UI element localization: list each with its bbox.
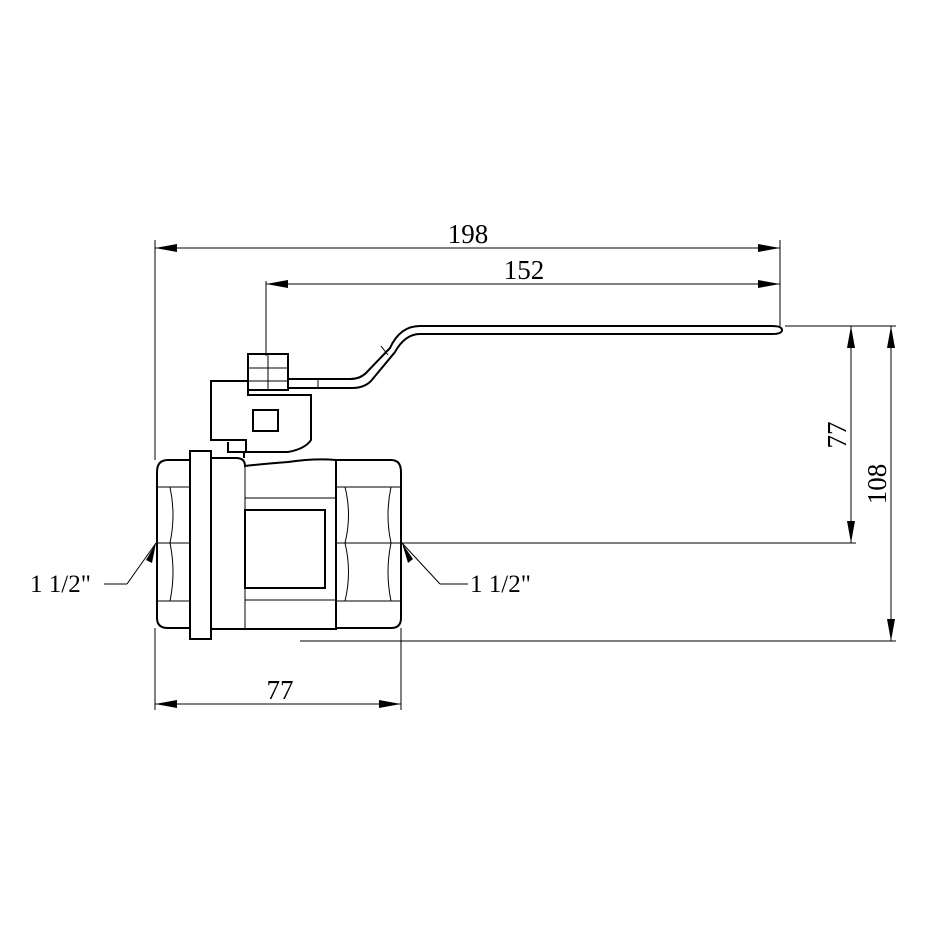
dim-77h-label: 77 <box>267 675 294 705</box>
dim-198-label: 198 <box>448 219 489 249</box>
central-body <box>211 457 337 630</box>
dim-198-arrow-left <box>155 244 177 252</box>
thread-right-leader-diag <box>401 542 441 585</box>
handle-base <box>210 380 312 453</box>
right-end-curve-3 <box>387 486 392 544</box>
thread-left-label: 1 1/2" <box>30 571 91 598</box>
right-end-curve-1 <box>344 486 349 544</box>
thread-callouts: 1 1/2" 1 1/2" <box>30 542 531 598</box>
stem-slot <box>252 409 279 432</box>
dim-152-arrow-right <box>758 280 780 288</box>
dim-77h-arrow-left <box>155 700 177 708</box>
dim-77v-label: 77 <box>822 422 852 449</box>
thread-right-arrow <box>402 543 413 563</box>
dim-152-label: 152 <box>504 255 545 285</box>
thread-left-arrow <box>146 543 156 563</box>
coupling-nut <box>189 450 212 640</box>
dim-77v-arrow-top <box>847 326 855 348</box>
dim-198-arrow-right <box>758 244 780 252</box>
dim-77v-arrow-bottom <box>847 521 855 543</box>
thread-right-label: 1 1/2" <box>470 571 531 598</box>
left-end-fitting <box>156 459 190 629</box>
stem-neck <box>227 442 245 458</box>
stem-assembly <box>210 353 312 458</box>
dim-152-arrow-left <box>266 280 288 288</box>
lever-bend-mark <box>380 345 389 356</box>
valve-body <box>156 450 402 640</box>
dim-77h-arrow-right <box>379 700 401 708</box>
right-end-curve-4 <box>387 542 392 602</box>
dim-108-arrow-top <box>887 326 895 348</box>
left-end-curve-1 <box>169 486 174 544</box>
lever-outline <box>288 325 784 389</box>
lever-handle <box>288 325 784 389</box>
thread-left-leader-diag <box>126 542 157 585</box>
dimension-lines: 198 152 77 108 77 <box>154 219 896 710</box>
central-body-window <box>244 509 326 589</box>
right-end-fitting <box>336 459 402 629</box>
left-end-curve-2 <box>169 542 174 602</box>
right-end-curve-2 <box>344 542 349 602</box>
dim-108-label: 108 <box>862 464 892 505</box>
dim-108-arrow-bottom <box>887 619 895 641</box>
